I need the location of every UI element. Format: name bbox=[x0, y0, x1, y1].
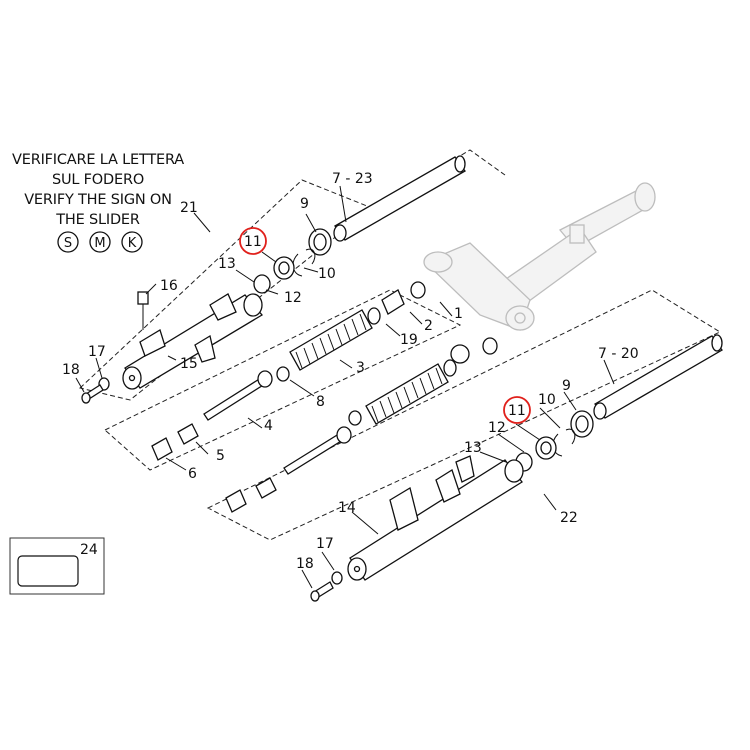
callout-4: 4 bbox=[264, 418, 273, 434]
callout-7-23: 7 - 23 bbox=[332, 171, 373, 187]
callout-6: 6 bbox=[188, 466, 197, 482]
lower-slider-group-outline bbox=[206, 289, 722, 541]
callout-7-20: 7 - 20 bbox=[598, 346, 639, 362]
notice-line-2: SUL FODERO bbox=[51, 172, 145, 188]
notice-line-1: VERIFICARE LA LETTERA bbox=[12, 152, 184, 168]
slider-lower bbox=[347, 455, 524, 581]
leader-lines bbox=[75, 185, 615, 589]
bushing-upper bbox=[253, 274, 271, 294]
callout-2: 2 bbox=[424, 318, 433, 334]
callout-5: 5 bbox=[216, 448, 225, 464]
callout-9-top: 9 bbox=[300, 196, 309, 212]
slider-upper bbox=[122, 293, 263, 390]
damper-rod-upper bbox=[203, 370, 273, 421]
size-letter-markers: S M K bbox=[57, 231, 143, 253]
screw-lower bbox=[310, 581, 334, 602]
damper-rod-lower bbox=[283, 426, 352, 475]
circlip-lower bbox=[552, 428, 576, 457]
notice-line-3: VERIFY THE SIGN ON bbox=[24, 192, 172, 208]
spring-washer bbox=[276, 366, 362, 426]
callout-12-top: 12 bbox=[284, 290, 302, 306]
highlight-circle-upper bbox=[239, 227, 267, 255]
fork-tube-lower bbox=[593, 334, 723, 420]
fork-tube-upper bbox=[333, 155, 466, 242]
callout-labels: 21 7 - 23 9 11 13 10 12 16 17 18 15 1 2 … bbox=[62, 171, 639, 572]
callout-14: 14 bbox=[338, 500, 356, 516]
callout-21: 21 bbox=[180, 200, 198, 216]
highlight-circle-lower bbox=[503, 396, 531, 424]
dust-seal-upper bbox=[273, 256, 295, 280]
callout-13-top: 13 bbox=[218, 256, 236, 272]
spring-upper bbox=[289, 309, 373, 371]
callout-10-top: 10 bbox=[318, 266, 336, 282]
label-plate-box: 24 bbox=[9, 537, 105, 595]
rebound-spring-lower bbox=[255, 477, 277, 499]
callout-11-top: 11 bbox=[244, 234, 262, 250]
notice-line-4: THE SLIDER bbox=[56, 212, 140, 228]
inner-parts-group-outline bbox=[104, 289, 462, 471]
callout-17-bottom: 17 bbox=[316, 536, 334, 552]
screw-upper bbox=[81, 384, 104, 404]
callout-10-bottom: 10 bbox=[538, 392, 556, 408]
bushing-6-lower bbox=[225, 489, 247, 513]
callout-11-bottom: 11 bbox=[508, 403, 526, 419]
callout-17-top: 17 bbox=[88, 344, 106, 360]
callout-13-bottom: 13 bbox=[464, 440, 482, 456]
callout-22: 22 bbox=[560, 510, 578, 526]
callout-18-top: 18 bbox=[62, 362, 80, 378]
callout-16: 16 bbox=[160, 278, 178, 294]
callout-15: 15 bbox=[180, 356, 198, 372]
lower-yoke bbox=[423, 242, 535, 331]
rebound-spring-upper bbox=[177, 423, 199, 445]
callout-8: 8 bbox=[316, 394, 325, 410]
callout-18-bottom: 18 bbox=[296, 556, 314, 572]
ring-1 bbox=[410, 281, 498, 355]
callout-3: 3 bbox=[356, 360, 365, 376]
callout-12-bottom: 12 bbox=[488, 420, 506, 436]
letter-k: K bbox=[128, 236, 137, 251]
spacer-2 bbox=[381, 289, 470, 364]
callout-24: 24 bbox=[80, 542, 98, 558]
dust-seal-lower bbox=[535, 436, 557, 460]
ring-19 bbox=[367, 307, 457, 377]
bleed-screw bbox=[137, 291, 149, 330]
callout-1: 1 bbox=[454, 306, 463, 322]
oil-seal-lower bbox=[570, 410, 594, 438]
letter-m: M bbox=[94, 236, 105, 251]
oil-seal-upper bbox=[308, 228, 332, 256]
callout-19: 19 bbox=[400, 332, 418, 348]
callout-9-bottom: 9 bbox=[562, 378, 571, 394]
washer-lower bbox=[331, 571, 343, 585]
spring-lower bbox=[365, 363, 449, 425]
top-tube-group-outline bbox=[371, 149, 506, 209]
bushing-6-upper bbox=[151, 437, 173, 461]
letter-s: S bbox=[64, 236, 72, 251]
